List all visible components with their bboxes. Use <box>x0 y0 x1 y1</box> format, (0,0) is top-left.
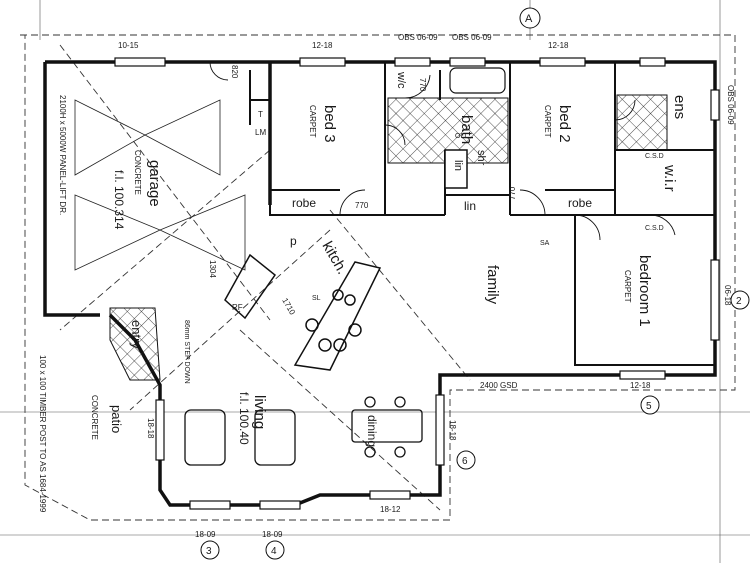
living-level-label: f.l. 100.40 <box>237 392 251 445</box>
oll-label: OLL <box>455 133 468 140</box>
dim-770-bath: 770 <box>418 78 427 92</box>
grid-marker-a: A <box>519 7 541 29</box>
dim-garage-window: 10-15 <box>118 41 139 50</box>
garage-label: garage <box>146 160 163 207</box>
grid-marker-6-label: 6 <box>462 456 468 467</box>
dim-bed1-window: 12-18 <box>630 381 651 390</box>
kitchen-bench <box>224 253 382 371</box>
csd-label-wir: C.S.D <box>645 225 664 232</box>
garage-floor-label: CONCRETE <box>133 150 142 195</box>
bedroom1-floor-label: CARPET <box>623 270 632 303</box>
sl-label: SL <box>312 295 321 302</box>
post-note: 100 x 100 TIMBER POST TO AS 1684-1999 <box>38 355 47 513</box>
step-down-label: 86mm STEP DOWN <box>183 320 190 384</box>
csd-label-ens: C.S.D <box>645 153 664 160</box>
bath-label: bath <box>458 115 475 144</box>
ens-label: ens <box>671 95 688 119</box>
wir-label: w.i.r <box>661 164 678 192</box>
dim-bed2-window: 12-18 <box>548 41 569 50</box>
garage-level-label: f.l. 100.314 <box>112 170 126 230</box>
garage-tracks <box>74 99 246 271</box>
dining-label: dining <box>365 415 379 447</box>
ens-tiles <box>616 94 668 151</box>
lin-label-bath: lin <box>452 160 464 171</box>
dim-1304: 1304 <box>208 260 217 278</box>
lin-label-hall: lin <box>464 199 476 213</box>
dim-entry-side: 18-18 <box>146 418 155 439</box>
patio-label: patio <box>109 405 124 433</box>
dim-obs1: OBS 06-09 <box>398 33 438 42</box>
grid-marker-5-label: 5 <box>646 401 652 412</box>
bath-tub <box>449 67 506 94</box>
robe-label-bed3: robe <box>292 196 316 210</box>
fridge-label: RF <box>232 303 243 312</box>
roof-outline <box>20 34 736 521</box>
smoke-alarm-label: SA <box>540 240 550 247</box>
dim-bottom-mid: 18-09 <box>262 530 283 539</box>
robe-label-bed2: robe <box>568 196 592 210</box>
bed3-floor-label: CARPET <box>308 105 317 138</box>
grid-marker-5: 5 <box>640 395 660 415</box>
door-swings <box>209 61 676 241</box>
dim-1710: 1710 <box>280 297 297 317</box>
dim-living-side: 18-18 <box>448 420 457 441</box>
grid-marker-6: 6 <box>456 450 476 470</box>
grid-marker-3: 3 <box>200 540 220 560</box>
dim-770-bed3: 770 <box>355 201 369 210</box>
garage-door-label: 2100H x 5000W PANEL-LIFT DR. <box>58 95 67 215</box>
bed2-floor-label: CARPET <box>543 105 552 138</box>
wc-label: w/c <box>395 71 407 89</box>
laundry-label: LM <box>255 128 266 137</box>
dim-gsd: 2400 GSD <box>480 381 518 390</box>
dim-obs2: OBS 06-09 <box>452 33 492 42</box>
grid-marker-2: 2 <box>730 290 750 310</box>
kitchen-label: kitch. <box>319 239 351 278</box>
dim-bottom-left: 18-09 <box>195 530 216 539</box>
linen-box <box>444 149 468 189</box>
grid-marker-a-label: A <box>525 13 533 25</box>
pantry-label: p <box>290 234 297 248</box>
family-label: family <box>484 265 501 305</box>
grid-marker-3-label: 3 <box>206 546 212 557</box>
grid-marker-2-label: 2 <box>736 296 742 307</box>
bedroom1-label: bedroom 1 <box>636 255 653 327</box>
living-furniture <box>184 396 423 466</box>
entry-tiles <box>109 307 161 381</box>
windows <box>114 57 720 510</box>
living-label: living <box>251 395 268 429</box>
entry-label: entry <box>129 320 144 349</box>
dim-front-window: 18-12 <box>380 505 401 514</box>
dim-820: 820 <box>230 65 239 79</box>
patio-floor-label: CONCRETE <box>90 395 99 440</box>
dim-770-bed2: 770 <box>508 186 517 200</box>
dim-obs-ens: OBS 06-09 <box>726 85 735 125</box>
interior-walls <box>249 62 715 366</box>
bed2-label: bed 2 <box>556 105 573 143</box>
grid-marker-4: 4 <box>265 540 285 560</box>
grid-marker-4-label: 4 <box>271 546 277 557</box>
tub-label: T <box>258 110 263 119</box>
shr-label: shr <box>475 150 487 166</box>
dim-bed1-side: 06-18 <box>723 285 732 306</box>
bed3-label: bed 3 <box>321 105 338 143</box>
dim-bed3-window: 12-18 <box>312 41 333 50</box>
